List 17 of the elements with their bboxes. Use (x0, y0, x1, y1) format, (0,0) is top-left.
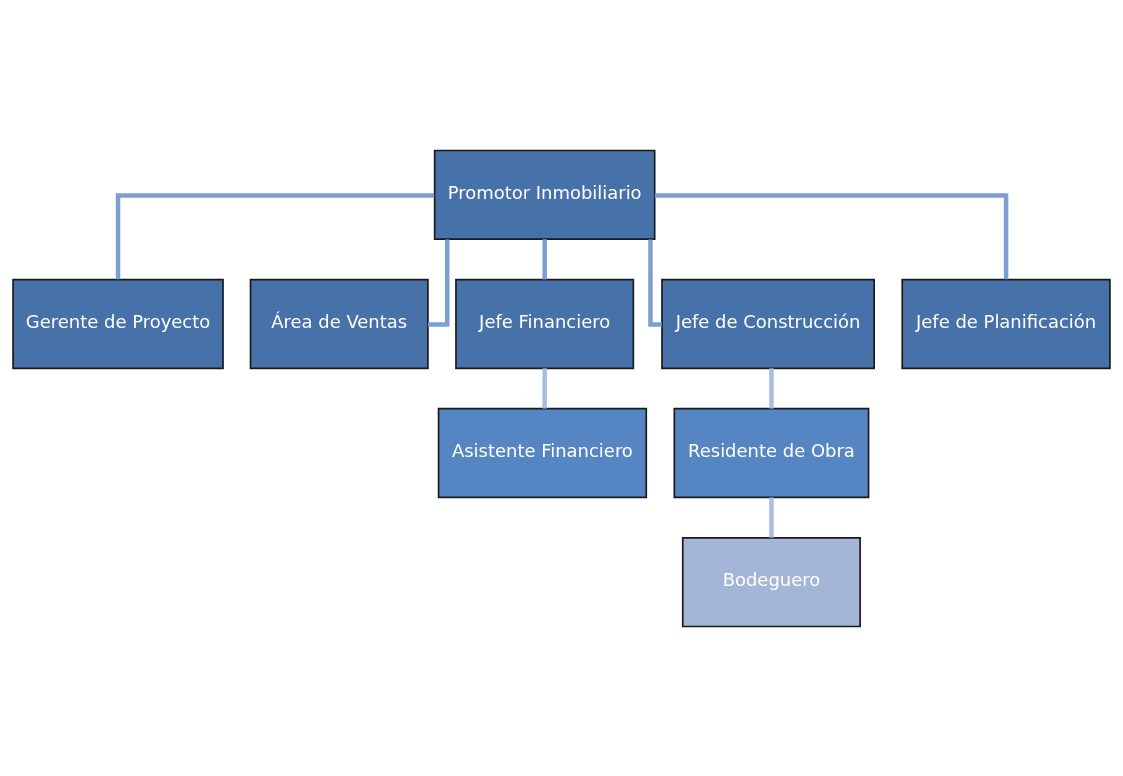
connector (427, 238, 450, 327)
connector (654, 192, 1009, 279)
node-box: Promotor Inmobiliario (433, 149, 656, 240)
node-box: Residente de Obra (673, 407, 870, 498)
connector (648, 238, 662, 327)
node-box: Jefe Financiero (455, 278, 635, 369)
node-box: Asistente Financiero (437, 407, 648, 498)
node-box: Jefe de Construcción (661, 278, 875, 369)
connector (769, 497, 774, 538)
connector (115, 192, 435, 279)
node-box: Bodeguero (681, 536, 861, 627)
node-box: Jefe de Planificación (901, 278, 1111, 369)
connector (542, 367, 547, 409)
connector (769, 367, 774, 409)
connector (542, 238, 547, 279)
node-box: Gerente de Proyecto (12, 278, 224, 369)
node-box: Área de Ventas (249, 278, 429, 369)
